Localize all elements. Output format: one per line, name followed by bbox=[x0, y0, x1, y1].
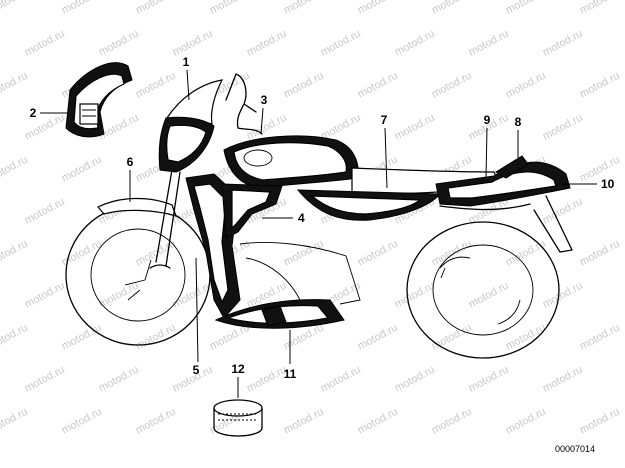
watermark-text: motod.ru bbox=[60, 322, 104, 353]
watermark-text: motod.ru bbox=[60, 154, 104, 185]
watermark-text: motod.ru bbox=[134, 406, 178, 437]
watermark-text: motod.ru bbox=[467, 280, 511, 311]
watermark-text: motod.ru bbox=[356, 406, 400, 437]
watermark-text: motod.ru bbox=[504, 238, 548, 269]
front-fork bbox=[149, 169, 181, 269]
watermark-text: motod.ru bbox=[578, 322, 622, 353]
watermark-text: motod.ru bbox=[356, 238, 400, 269]
watermark-text: motod.ru bbox=[430, 0, 474, 17]
watermark-text: motod.ru bbox=[0, 0, 30, 17]
callout-4: 4 bbox=[298, 211, 305, 225]
part-2-emblem bbox=[65, 62, 133, 138]
watermark-text: motod.ru bbox=[282, 70, 326, 101]
watermark-text: motod.ru bbox=[467, 364, 511, 395]
watermark-text: motod.ru bbox=[245, 364, 289, 395]
callout-11: 11 bbox=[284, 367, 297, 381]
watermark-text: motod.ru bbox=[356, 0, 400, 17]
watermark-text: motod.ru bbox=[282, 238, 326, 269]
watermark-text: motod.ru bbox=[504, 70, 548, 101]
watermark-text: motod.ru bbox=[0, 238, 30, 269]
watermark-text: motod.ru bbox=[319, 364, 363, 395]
watermark-text: motod.ru bbox=[23, 28, 67, 59]
watermark-text: motod.ru bbox=[578, 70, 622, 101]
part-12-roll bbox=[213, 399, 263, 437]
callout-3: 3 bbox=[261, 93, 268, 107]
watermark-text: motod.ru bbox=[356, 322, 400, 353]
watermark-text: motod.ru bbox=[356, 70, 400, 101]
watermark-text: motod.ru bbox=[393, 280, 437, 311]
watermark-text: motod.ru bbox=[282, 0, 326, 17]
watermark-text: motod.ru bbox=[97, 364, 141, 395]
watermark-text: motod.ru bbox=[541, 112, 585, 143]
watermark-text: motod.ru bbox=[97, 112, 141, 143]
watermark-text: motod.ru bbox=[60, 0, 104, 17]
watermark-text: motod.ru bbox=[541, 28, 585, 59]
callout-5: 5 bbox=[193, 363, 200, 377]
watermark-text: motod.ru bbox=[578, 238, 622, 269]
watermark-text: motod.ru bbox=[578, 0, 622, 17]
watermark-text: motod.ru bbox=[97, 28, 141, 59]
callout-1: 1 bbox=[183, 55, 190, 69]
callout-8-label-9: 9 bbox=[484, 113, 491, 127]
watermark-text: motod.ru bbox=[134, 0, 178, 17]
watermark-text: motod.ru bbox=[0, 70, 30, 101]
watermark-text: motod.ru bbox=[282, 406, 326, 437]
watermark-text: motod.ru bbox=[319, 28, 363, 59]
callout-10: 10 bbox=[601, 177, 615, 191]
watermark-text: motod.ru bbox=[0, 406, 30, 437]
front-fender bbox=[97, 197, 177, 217]
watermark-text: motod.ru bbox=[23, 280, 67, 311]
watermark-text: motod.ru bbox=[578, 406, 622, 437]
callout-12: 12 bbox=[231, 362, 245, 376]
watermark-text: motod.ru bbox=[171, 28, 215, 59]
rear-frame bbox=[439, 195, 573, 253]
rear-wheel bbox=[406, 221, 560, 359]
watermark-text: motod.ru bbox=[430, 406, 474, 437]
watermark-text: motod.ru bbox=[0, 154, 30, 185]
watermark-text: motod.ru bbox=[245, 28, 289, 59]
callout-8: 8 bbox=[515, 115, 522, 129]
callout-2: 2 bbox=[30, 106, 37, 120]
leader-lines bbox=[40, 69, 597, 398]
watermark-text: motod.ru bbox=[134, 70, 178, 101]
watermark-text: motod.ru bbox=[393, 28, 437, 59]
watermark-text: motod.ru bbox=[23, 364, 67, 395]
watermark-text: motod.ru bbox=[23, 196, 67, 227]
watermark-text: motod.ru bbox=[467, 28, 511, 59]
watermark-text: motod.ru bbox=[430, 238, 474, 269]
callouts: 1 2 3 4 5 6 7 9 8 10 11 12 bbox=[30, 55, 615, 381]
watermark-text: motod.ru bbox=[430, 70, 474, 101]
document-number: 00007014 bbox=[555, 444, 595, 454]
front-wheel bbox=[65, 204, 211, 346]
watermark-text: motod.ru bbox=[541, 364, 585, 395]
watermark-text: motod.ru bbox=[430, 322, 474, 353]
watermark-layer: motod.ru motod.ru motod.ru motod.ru motod.ru… bbox=[0, 0, 622, 437]
watermark-text: motod.ru bbox=[393, 364, 437, 395]
watermark-text: motod.ru bbox=[578, 154, 622, 185]
tail-stripe bbox=[495, 155, 529, 179]
watermark-text: motod.ru bbox=[171, 280, 215, 311]
watermark-text: motod.ru bbox=[504, 406, 548, 437]
watermark-text: motod.ru bbox=[504, 322, 548, 353]
watermark-text: motod.ru bbox=[60, 406, 104, 437]
engine-outline bbox=[239, 242, 361, 305]
mirror bbox=[225, 73, 257, 129]
watermark-text: motod.ru bbox=[393, 112, 437, 143]
callout-7: 7 bbox=[381, 113, 388, 127]
watermark-text: motod.ru bbox=[504, 0, 548, 17]
callout-6: 6 bbox=[127, 155, 134, 169]
watermark-text: motod.ru bbox=[0, 322, 30, 353]
watermark-text: motod.ru bbox=[208, 0, 252, 17]
watermark-text: motod.ru bbox=[541, 280, 585, 311]
